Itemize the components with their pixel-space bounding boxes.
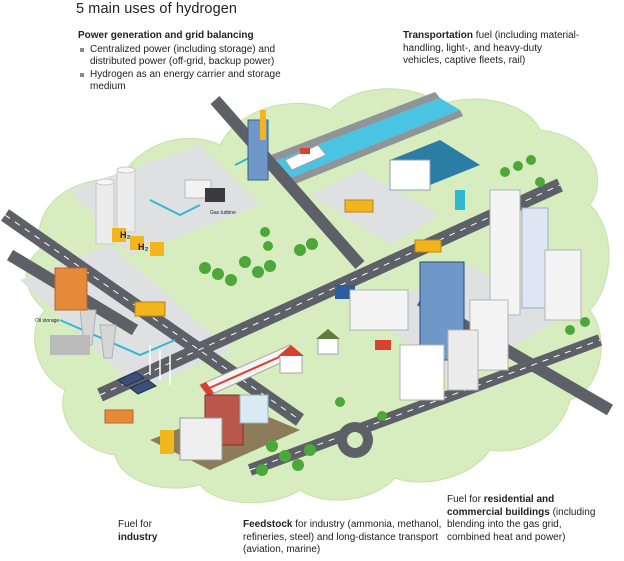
feedstock-heading: Feedstock bbox=[243, 519, 293, 530]
tank-label-1: H₂ bbox=[120, 230, 131, 240]
page-title: 5 main uses of hydrogen bbox=[76, 1, 238, 17]
power-generation-heading: Power generation and grid balancing bbox=[78, 30, 254, 41]
port-and-ship bbox=[247, 110, 327, 181]
feedstock-block: Feedstock for industry (ammonia, methano… bbox=[243, 519, 443, 557]
houses bbox=[278, 329, 340, 374]
tank-label-2: H₂ bbox=[138, 242, 149, 252]
gas-turbine-sign: Gas turbine bbox=[210, 210, 236, 216]
skyscrapers bbox=[349, 189, 582, 401]
power-plant bbox=[50, 267, 117, 359]
power-generation-block: Power generation and grid balancing Cent… bbox=[78, 30, 288, 94]
residential-heading: residential and commercial buildings bbox=[447, 494, 555, 518]
industry-heading: industry bbox=[118, 531, 158, 543]
hydrogen-fuel-station bbox=[389, 140, 480, 210]
factory-complex bbox=[150, 394, 300, 470]
transportation-block: Transportation fuel (including material-… bbox=[403, 30, 583, 68]
power-generation-list: Centralized power (including storage) an… bbox=[78, 44, 288, 94]
transportation-heading: Transportation bbox=[403, 30, 474, 41]
oil-storage-sign: Oil storage bbox=[35, 318, 59, 324]
hydrogen-storage-tanks bbox=[95, 166, 164, 256]
feedstock-text: for industry (ammonia, methanol, refiner… bbox=[243, 519, 442, 555]
residential-text: (including blending into the gas grid, c… bbox=[447, 506, 596, 543]
industry-lead: Fuel for bbox=[118, 519, 152, 530]
roundabout bbox=[337, 422, 373, 458]
power-bullet-carrier: Hydrogen as an energy carrier and storag… bbox=[80, 69, 288, 94]
trees bbox=[199, 155, 590, 476]
vehicles bbox=[104, 199, 442, 424]
gas-turbine-building bbox=[184, 179, 225, 202]
residential-lead: Fuel for bbox=[447, 494, 484, 505]
transportation-text: fuel (including material-handling, light… bbox=[403, 30, 580, 66]
residential-block: Fuel for residential and commercial buil… bbox=[447, 494, 607, 544]
solar-panels bbox=[117, 371, 157, 395]
wind-turbines bbox=[149, 345, 171, 385]
power-bullet-centralized: Centralized power (including storage) an… bbox=[80, 44, 288, 69]
